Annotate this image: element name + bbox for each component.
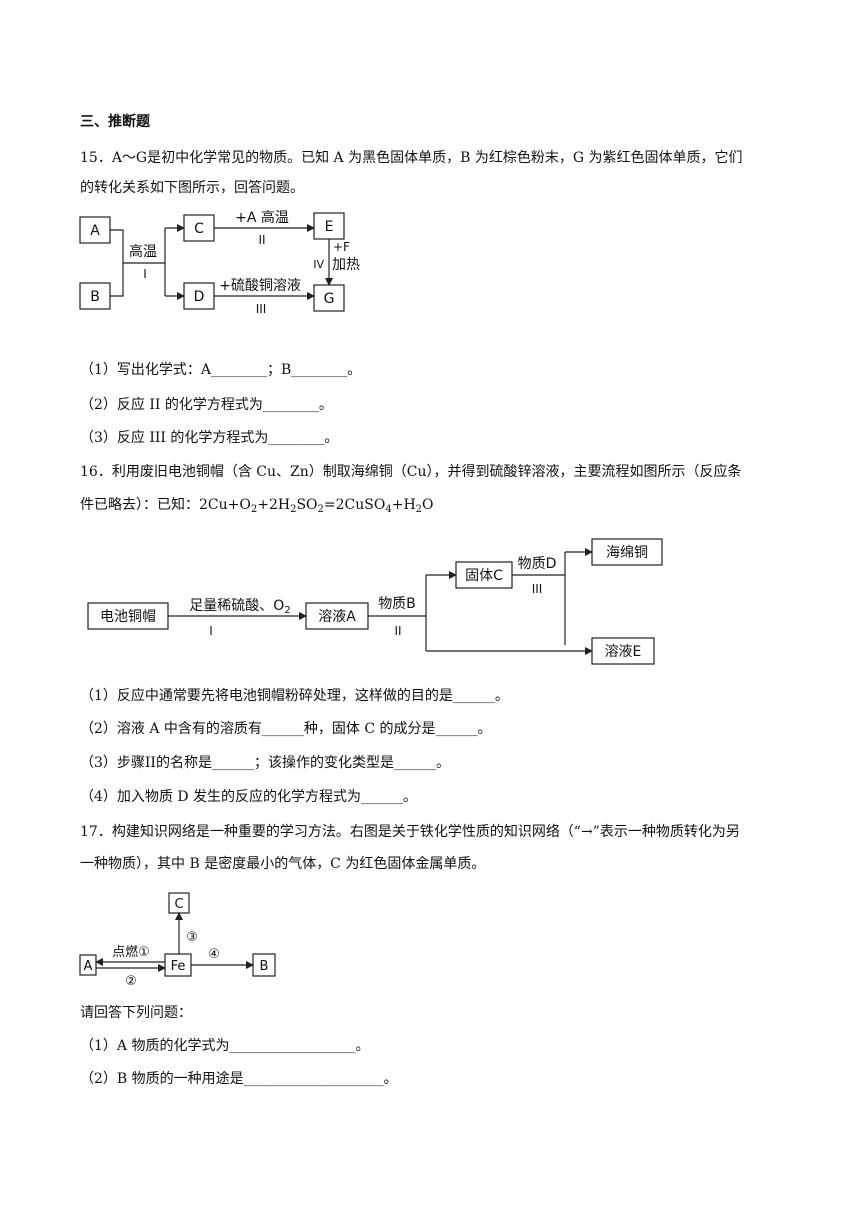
q17-sub1: （1）A 物质的化学式为__________________。 — [80, 1038, 370, 1054]
q15-cond-1: 高温 — [129, 243, 157, 260]
q17-box-c-label: C — [174, 897, 183, 912]
q16-box-solid-c — [455, 561, 513, 589]
q16-box-battery-cap — [87, 602, 169, 630]
q17-label-2: ② — [125, 974, 137, 989]
q17-stem-line2: 一种物质），其中 B 是密度最小的气体，C 为红色固体金属单质。 — [80, 856, 486, 872]
q17-label-4: ④ — [208, 947, 220, 962]
q17-box-fe-label: Fe — [171, 959, 186, 974]
q16-step-2: II — [394, 624, 401, 638]
q15-sub2: （2）反应 II 的化学方程式为________。 — [80, 397, 333, 413]
q15-sub1: （1）写出化学式：A________；B________。 — [80, 362, 362, 378]
q16-box-solution-a-label: 溶液A — [318, 609, 356, 625]
q16-known-equation: 2Cu+O2+2H2SO2=2CuSO4+H2O — [199, 497, 434, 515]
q16-stem-prefix: 件已略去）：已知： — [80, 497, 199, 513]
q15-box-b — [79, 282, 111, 310]
q16-box-solution-e — [591, 637, 655, 665]
q16-box-solution-e-label: 溶液E — [605, 644, 642, 660]
q15-box-e — [313, 212, 345, 240]
q17-sub2: （2）B 物质的一种用途是____________________。 — [80, 1071, 398, 1087]
q16-cond-3: 物质D — [518, 556, 557, 572]
q15-cond-2: +A 高温 — [235, 209, 289, 226]
q15-box-c-label: C — [194, 221, 204, 237]
q16-step-3: III — [532, 582, 543, 596]
q17-stem-line1: 17．构建知识网络是一种重要的学习方法。右图是关于铁化学性质的知识网络（“→”表… — [80, 824, 740, 840]
q16-step-1: I — [209, 624, 213, 638]
q17-box-b-label: B — [260, 959, 269, 974]
q15-cond-4b: 加热 — [332, 257, 360, 273]
q15-cond-3: +硫酸铜溶液 — [219, 278, 301, 294]
q15-step-2: II — [258, 233, 265, 247]
q15-sub3: （3）反应 III 的化学方程式为________。 — [80, 430, 339, 446]
q16-box-solid-c-label: 固体C — [465, 568, 503, 584]
q16-sub2: （2）溶液 A 中含有的溶质有______种，固体 C 的成分是______。 — [80, 721, 492, 737]
q16-stem-line2: 件已略去）：已知：2Cu+O2+2H2SO2=2CuSO4+H2O — [80, 495, 434, 515]
q15-step-1: I — [143, 267, 147, 281]
q16-cond-1: 足量稀硫酸、O2 — [189, 598, 290, 616]
q17-prompt: 请回答下列问题： — [80, 1005, 192, 1021]
q15-box-b-label: B — [90, 289, 100, 305]
q17-box-a-label: A — [84, 959, 93, 974]
q16-sub1: （1）反应中通常要先将电池铜帽粉碎处理，这样做的目的是______。 — [80, 688, 509, 704]
q15-step-3: III — [256, 302, 267, 316]
q15-cond-4a: +F — [333, 240, 350, 254]
q15-box-g-label: G — [324, 291, 335, 307]
q15-box-e-label: E — [325, 219, 334, 235]
q15-stem-line2: 的转化关系如下图所示，回答问题。 — [80, 180, 304, 196]
q15-box-d-label: D — [194, 289, 205, 305]
q17-label-3: ③ — [186, 930, 198, 945]
q15-stem-line1: 15．A～G是初中化学常见的物质。已知 A 为黑色固体单质，B 为红棕色粉末，G… — [80, 150, 743, 166]
q16-box-solution-a — [305, 602, 369, 630]
section-title: 三、推断题 — [80, 114, 150, 130]
q15-box-d — [183, 282, 215, 310]
q15-step-4: IV — [313, 258, 324, 271]
q16-cond-2: 物质B — [378, 596, 416, 612]
q15-box-g — [313, 284, 345, 312]
q16-sub4: （4）加入物质 D 发生的反应的化学方程式为______。 — [80, 789, 418, 805]
q16-box-battery-cap-label: 电池铜帽 — [100, 609, 156, 625]
q15-box-a-label: A — [90, 223, 100, 239]
q16-sub3: （3）步骤II的名称是______；该操作的变化类型是______。 — [80, 755, 450, 771]
q16-stem-line1: 16．利用废旧电池铜帽（含 Cu、Zn）制取海绵铜（Cu），并得到硫酸锌溶液，主… — [80, 464, 742, 480]
q16-box-sponge-copper-label: 海绵铜 — [606, 544, 648, 561]
q17-cond-1: 点燃① — [112, 944, 150, 960]
